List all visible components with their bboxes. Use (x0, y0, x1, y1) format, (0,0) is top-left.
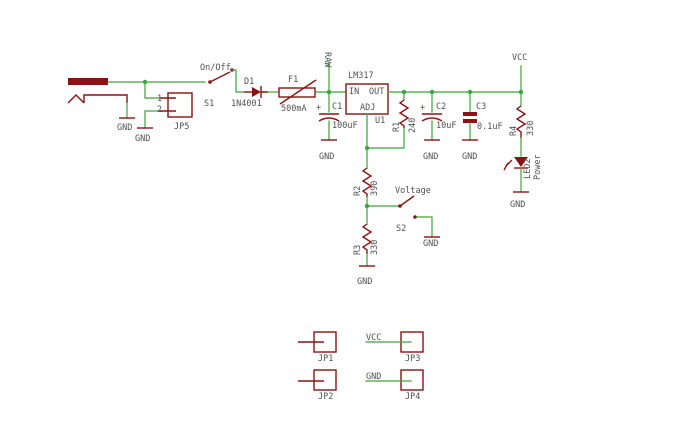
u1-pin-adj: ADJ (360, 103, 375, 113)
resistor-r2 (361, 167, 373, 197)
connector-jp4 (365, 369, 424, 391)
capacitor-c2: + (420, 91, 443, 141)
svg-text:+: + (420, 103, 425, 113)
c1-ref: C1 (332, 102, 342, 112)
jp4-ref: JP4 (405, 392, 420, 402)
gnd-label-s2: GND (423, 239, 438, 249)
c3-ref: C3 (476, 102, 486, 112)
d1-ref: D1 (244, 77, 254, 87)
gnd-label-jack: GND (117, 123, 132, 133)
gnd-label-c3: GND (462, 152, 477, 162)
u1-ref: U1 (375, 116, 385, 126)
r3-ref: R3 (353, 245, 363, 255)
r1-ref: R1 (392, 122, 402, 132)
s1-value: On/Off (200, 63, 231, 73)
c2-value: 10uF (436, 121, 456, 131)
u1-part: LM317 (348, 71, 374, 81)
gnd-label-led: GND (510, 200, 525, 210)
led-led2 (503, 137, 529, 193)
r2-value: 390 (370, 181, 380, 196)
resistor-r3 (359, 223, 375, 267)
r4-value: 330 (526, 121, 536, 136)
c3-value: 0.1uF (477, 122, 503, 132)
connector-jp5 (160, 92, 193, 118)
led2-ref: LED2 (523, 159, 533, 179)
capacitor-c3 (462, 91, 478, 141)
resistor-r4 (515, 91, 527, 138)
r4-ref: R4 (509, 126, 519, 136)
gnd-label-c1: GND (319, 152, 334, 162)
jp3-ref: JP3 (405, 354, 420, 364)
fuse-f1 (278, 79, 317, 105)
switch-s1 (208, 68, 234, 84)
resistor-r1 (398, 91, 410, 128)
jp3-net: VCC (366, 333, 381, 343)
r1-value: 240 (408, 118, 418, 133)
connector-jp1 (298, 331, 337, 353)
f1-ref: F1 (288, 75, 298, 85)
u1-pin-out: OUT (369, 87, 384, 97)
jp2-ref: JP2 (318, 392, 333, 402)
dc-power-jack (67, 78, 128, 104)
svg-text:+: + (316, 103, 321, 113)
jp5-pin2: 2 (157, 105, 162, 115)
u1-pin-in: IN (349, 87, 359, 97)
vcc-label: VCC (512, 53, 527, 63)
jp5-ref: JP5 (174, 122, 189, 132)
s2-value: Voltage (395, 186, 431, 196)
connector-jp2 (298, 369, 337, 391)
s1-ref: S1 (204, 99, 214, 109)
s2-ref: S2 (396, 224, 406, 234)
led2-value: Power (533, 154, 543, 180)
r2-ref: R2 (353, 186, 363, 196)
switch-s2 (398, 195, 417, 219)
gnd-label-c2: GND (423, 152, 438, 162)
jp4-net: GND (366, 372, 381, 382)
gnd-label-r3: GND (357, 277, 372, 287)
jp1-ref: JP1 (318, 354, 333, 364)
gnd-label-jp5: GND (135, 134, 150, 144)
f1-value: 500mA (281, 104, 307, 114)
c1-value: 100uF (332, 121, 358, 131)
connector-jp3 (365, 331, 424, 353)
jp5-pin1: 1 (157, 94, 162, 104)
r3-value: 330 (370, 240, 380, 255)
raw-label: RAW (322, 52, 332, 68)
c2-ref: C2 (436, 102, 446, 112)
diode-d1 (244, 86, 268, 98)
d1-value: 1N4001 (231, 99, 262, 109)
capacitor-c1: + (316, 91, 340, 141)
